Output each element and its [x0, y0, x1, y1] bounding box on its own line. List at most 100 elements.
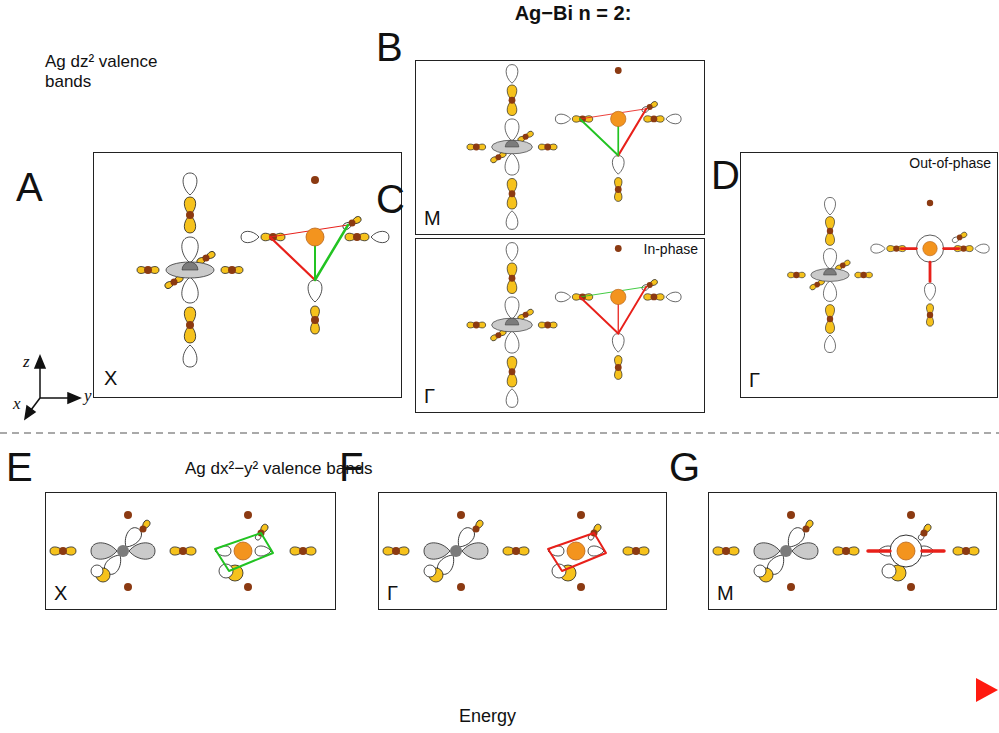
panel-letter: B	[376, 25, 403, 69]
orbital-lobe	[183, 345, 197, 367]
panel-box: FΓ	[378, 492, 667, 610]
orbital-lobe	[924, 283, 935, 301]
oxygen-atom	[577, 583, 585, 591]
interaction-line	[929, 262, 932, 281]
orbital-lobe	[555, 114, 570, 124]
oxygen-atom	[203, 255, 210, 262]
ag-atom	[117, 545, 129, 557]
oxygen-atom	[957, 235, 963, 241]
dx2-motif	[383, 511, 649, 591]
oxygen-atom	[907, 583, 915, 591]
oxygen-atom	[615, 67, 622, 74]
k-point-label: M	[424, 207, 441, 229]
orbital-lobe	[975, 244, 989, 253]
orbital-lobe	[91, 565, 103, 577]
panel-letter: C	[376, 177, 405, 221]
orbital-lobe	[555, 292, 570, 302]
oxygen-atom	[960, 245, 966, 251]
phase-note: Out-of-phase	[909, 156, 991, 171]
axis-label: z	[23, 352, 30, 372]
oxygen-atom	[840, 263, 846, 269]
oxygen-atom	[647, 104, 653, 110]
orbital-lobe	[505, 297, 519, 319]
interaction-line	[901, 247, 916, 250]
dx2-motif	[50, 511, 316, 591]
k-point-label: Γ	[749, 369, 760, 391]
x-axis-head	[25, 406, 35, 419]
bi-atom	[611, 289, 626, 304]
panel-box: GM	[708, 492, 997, 610]
dz2-torus	[492, 140, 533, 154]
oxygen-atom	[349, 220, 356, 227]
bi-atom	[611, 111, 626, 126]
dz2-motif	[467, 65, 681, 230]
oxygen-atom	[893, 245, 899, 251]
panel-letter: D	[711, 153, 740, 197]
dz2-torus	[811, 269, 849, 282]
axes	[25, 356, 80, 419]
oxygen-atom	[523, 312, 529, 318]
y-axis	[40, 397, 70, 399]
oxygen-atom	[509, 97, 516, 104]
interaction-quad	[215, 533, 273, 571]
figure-title: Ag−Bi n = 2:	[515, 2, 632, 25]
oxygen-atom	[244, 511, 252, 519]
k-point-label: Γ	[387, 582, 398, 604]
oxygen-atom	[962, 547, 970, 555]
oxygen-atom	[473, 322, 480, 329]
oxygen-atom	[59, 547, 67, 555]
oxygen-atom	[228, 266, 236, 274]
orbital-lobe	[241, 231, 259, 242]
oxygen-atom	[544, 322, 551, 329]
oxygen-atom	[921, 530, 928, 537]
bi-atom	[567, 542, 585, 560]
orbital-lobe	[823, 249, 836, 270]
panel-box: CΓIn-phase	[415, 238, 705, 413]
bi-atom	[897, 542, 915, 560]
z-axis-head	[35, 356, 45, 368]
oxygen-atom	[299, 547, 307, 555]
orbital-lobe	[506, 65, 518, 84]
oxygen-atom	[392, 547, 400, 555]
panel-letter: F	[339, 445, 363, 489]
oxygen-atom	[787, 583, 795, 591]
orbital-lobe	[871, 244, 885, 253]
oxygen-atom	[457, 583, 465, 591]
orbital-lobe	[824, 335, 835, 353]
panel-letter: E	[6, 445, 33, 489]
oxygen-atom	[457, 511, 465, 519]
interaction-line	[922, 549, 944, 553]
oxygen-atom	[927, 200, 933, 206]
orbital-lobe	[506, 389, 518, 408]
annotation: Energy	[459, 706, 516, 727]
interaction-line	[944, 247, 959, 250]
panel-box: EX	[45, 492, 336, 610]
energy-arrow	[10, 686, 978, 695]
oxygen-atom	[186, 321, 194, 329]
oxygen-atom	[495, 154, 501, 160]
oxygen-atom	[787, 511, 795, 519]
oxygen-atom	[927, 312, 933, 318]
orbital-lobe	[612, 334, 624, 353]
orbital-lobe	[424, 565, 436, 577]
orbital-lobe	[505, 331, 519, 353]
oxygen-atom	[124, 511, 132, 519]
z-axis	[39, 366, 41, 398]
oxygen-atom	[124, 583, 132, 591]
oxygen-atom	[722, 547, 730, 555]
oxygen-atom	[827, 316, 833, 322]
x-axis	[31, 398, 40, 410]
ag-atom	[505, 318, 519, 325]
dz2-motif	[467, 243, 681, 408]
orbital-lobe	[505, 153, 519, 175]
oxygen-atom	[577, 511, 585, 519]
oxygen-atom	[179, 547, 187, 555]
orbital-lobe	[182, 277, 198, 303]
dz2-torus	[166, 262, 214, 278]
oxygen-atom	[140, 526, 147, 533]
orbital-lobe	[754, 565, 766, 577]
orbital-lobe	[506, 243, 518, 262]
oxygen-atom	[651, 116, 658, 123]
dx2-motif	[713, 511, 979, 591]
